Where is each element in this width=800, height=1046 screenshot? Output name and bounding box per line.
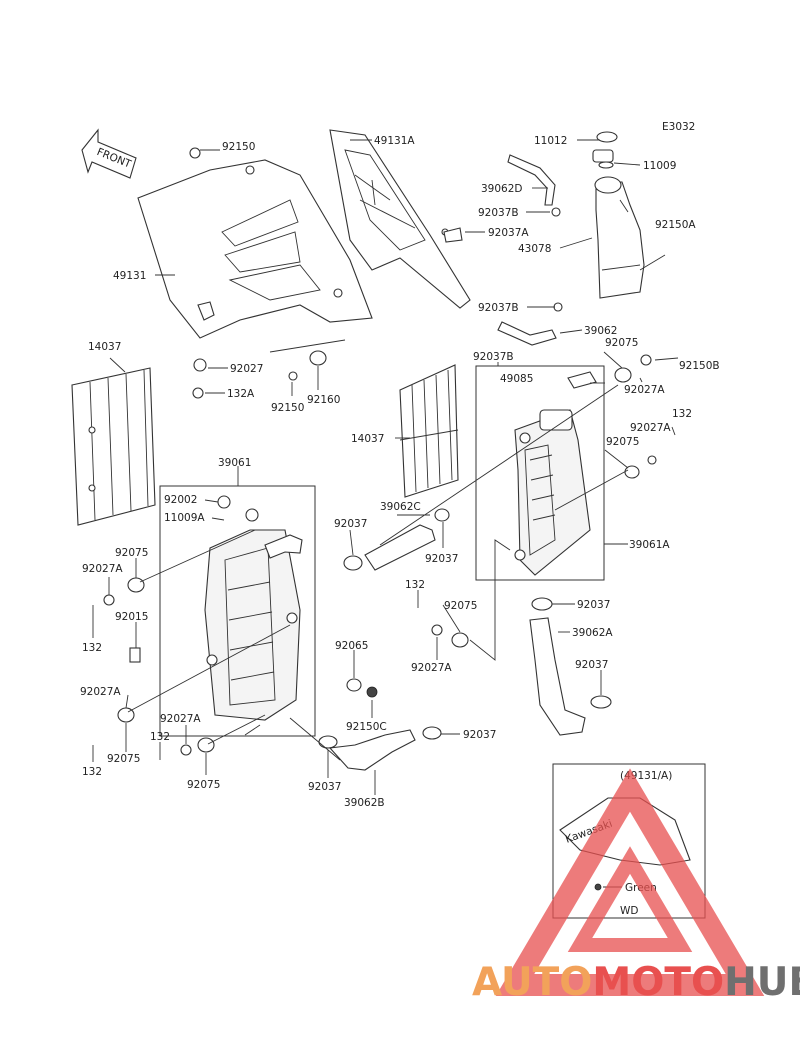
label-92037-b: 92037: [425, 553, 458, 565]
radiator-hose-39062C: [364, 524, 436, 571]
label-39062D: 39062D: [481, 183, 523, 195]
label-39062B: 39062B: [344, 797, 385, 809]
inset-decal-detail: (49131/A) Kawasaki Green WD: [552, 763, 706, 919]
hose-clamps: [318, 508, 612, 749]
label-92065: 92065: [335, 640, 368, 652]
label-92037-c: 92037: [577, 599, 610, 611]
label-92037B-c: 92037B: [473, 351, 514, 363]
label-92075-b: 92075: [606, 436, 639, 448]
watermark-brand: AUTOMOTOHUB: [472, 960, 800, 1005]
label-49131A: 49131A: [374, 135, 415, 147]
radiator-hose-39062A: [529, 617, 586, 736]
label-43078: 43078: [518, 243, 551, 255]
radiator-grille-left: [71, 367, 156, 526]
label-92037A: 92037A: [488, 227, 529, 239]
radiator-grille-right: [399, 364, 459, 498]
leader-lines: [92, 139, 679, 795]
label-92150-b: 92150: [271, 402, 304, 414]
label-132-b: 132: [405, 579, 425, 591]
callout-box-right-radiator: [475, 365, 605, 581]
radiator-right: [514, 409, 591, 576]
label-92027A-d: 92027A: [411, 662, 452, 674]
label-49131: 49131: [113, 270, 146, 282]
label-132-c: 132: [82, 642, 102, 654]
label-39062: 39062: [584, 325, 617, 337]
label-92037B-b: 92037B: [478, 302, 519, 314]
callout-box-left-radiator: [159, 485, 316, 737]
label-11012: 11012: [534, 135, 567, 147]
label-11009: 11009: [643, 160, 676, 172]
label-92027: 92027: [230, 363, 263, 375]
label-92027A-a: 92027A: [624, 384, 665, 396]
label-39061A: 39061A: [629, 539, 670, 551]
label-14037-b: 14037: [351, 433, 384, 445]
watermark-brand-moto: MOTO: [592, 960, 725, 1005]
overflow-hose: [443, 154, 563, 346]
watermark-brand-hub: HUB: [724, 960, 800, 1005]
label-92150A: 92150A: [655, 219, 696, 231]
label-14037-a: 14037: [88, 341, 121, 353]
label-132-d: 132: [150, 731, 170, 743]
label-49085: 49085: [500, 373, 533, 385]
label-92160: 92160: [307, 394, 340, 406]
inset-note: WD: [620, 905, 638, 917]
label-92027A-f: 92027A: [160, 713, 201, 725]
part-labels: 92150 49131A 11012 11009 39062D 92037B 9…: [80, 135, 720, 809]
label-92037-e: 92037: [463, 729, 496, 741]
label-92037-d: 92037: [575, 659, 608, 671]
grommets-and-bolts: [103, 147, 657, 756]
label-92075-a: 92075: [605, 337, 638, 349]
label-92037B-a: 92037B: [478, 207, 519, 219]
label-92150C: 92150C: [346, 721, 387, 733]
reserve-tank: [592, 131, 645, 299]
watermark-brand-auto: AUTO: [472, 960, 593, 1005]
label-39062A: 39062A: [572, 627, 613, 639]
label-92027A-c: 92027A: [82, 563, 123, 575]
label-92015: 92015: [115, 611, 148, 623]
inset-title: (49131/A): [620, 770, 672, 782]
label-11009A: 11009A: [164, 512, 205, 524]
label-92075-e: 92075: [107, 753, 140, 765]
radiator-shroud-left: [137, 159, 373, 339]
diagram-code: E3032: [662, 121, 695, 133]
label-92027A-e: 92027A: [80, 686, 121, 698]
label-92002: 92002: [164, 494, 197, 506]
label-39061: 39061: [218, 457, 251, 469]
label-132-e: 132: [82, 766, 102, 778]
label-92037-a: 92037: [334, 518, 367, 530]
front-arrow-icon: FRONT: [81, 128, 137, 179]
inset-color-label: Green: [625, 882, 657, 894]
label-92027A-b: 92027A: [630, 422, 671, 434]
label-92075-f: 92075: [187, 779, 220, 791]
label-92075-c: 92075: [115, 547, 148, 559]
label-92037-f: 92037: [308, 781, 341, 793]
label-39062C: 39062C: [380, 501, 421, 513]
radiator-hose-39062B: [328, 729, 416, 771]
label-92075-d: 92075: [444, 600, 477, 612]
label-132A: 132A: [227, 388, 255, 400]
label-92150: 92150: [222, 141, 255, 153]
label-92150B: 92150B: [679, 360, 720, 372]
radiator-left: [204, 508, 303, 721]
label-132-a: 132: [672, 408, 692, 420]
